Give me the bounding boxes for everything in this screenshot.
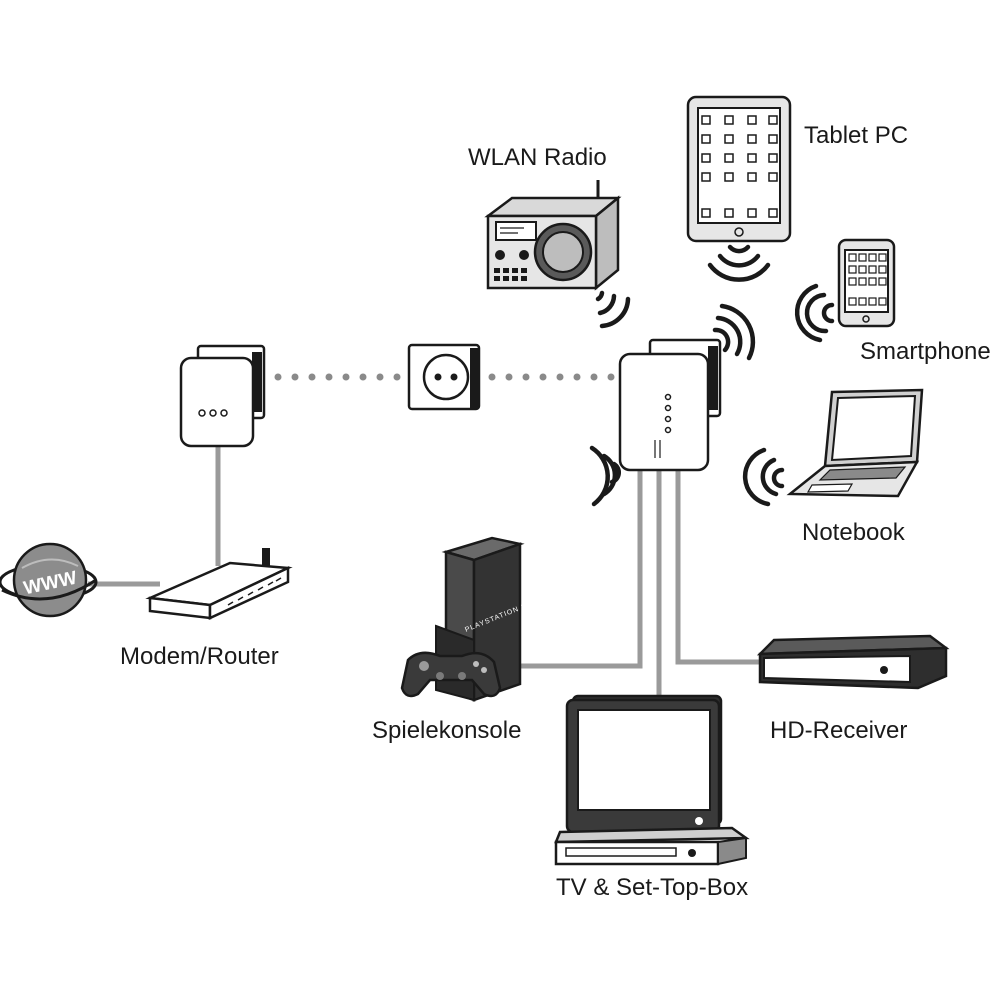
wall-socket-icon	[407, 343, 481, 411]
wifi-waves-notebook	[742, 447, 785, 507]
label-modem-router: Modem/Router	[120, 643, 279, 670]
wlan-powerline-adapter-icon	[618, 338, 722, 472]
cables	[88, 446, 762, 700]
label-tablet-pc: Tablet PC	[804, 122, 909, 149]
wifi-waves-tablet	[707, 244, 771, 282]
wifi-waves-smartphone	[794, 283, 835, 343]
wifi-waves-icon	[589, 244, 835, 507]
label-smartphone: Smartphone	[860, 338, 991, 365]
label-hd-receiver: HD-Receiver	[770, 717, 908, 744]
tablet-icon	[686, 95, 792, 243]
label-notebook: Notebook	[802, 519, 905, 546]
smartphone-icon	[837, 238, 896, 328]
label-spielekonsole: Spielekonsole	[372, 717, 522, 744]
notebook-icon	[786, 388, 924, 498]
router-icon	[145, 548, 293, 620]
powerline-dotted-link	[274, 373, 615, 381]
cable-adapter-console	[520, 470, 643, 669]
hd-receiver-icon	[756, 634, 950, 690]
wifi-waves-radio	[595, 290, 631, 329]
label-wlan-radio: WLAN Radio	[468, 144, 607, 171]
cable-adapter-receiver	[675, 470, 762, 665]
gamepad-icon	[400, 651, 502, 698]
powerline-adapter-icon	[179, 344, 266, 448]
label-tv-settop: TV & Set-Top-Box	[556, 874, 749, 901]
wifi-waves-adapter-left	[589, 445, 622, 507]
tv-icon	[565, 694, 723, 834]
wifi-waves-adapter-top	[712, 303, 756, 361]
set-top-box-icon	[554, 826, 750, 866]
radio-icon	[484, 180, 622, 291]
globe-icon: WWW	[0, 542, 98, 618]
